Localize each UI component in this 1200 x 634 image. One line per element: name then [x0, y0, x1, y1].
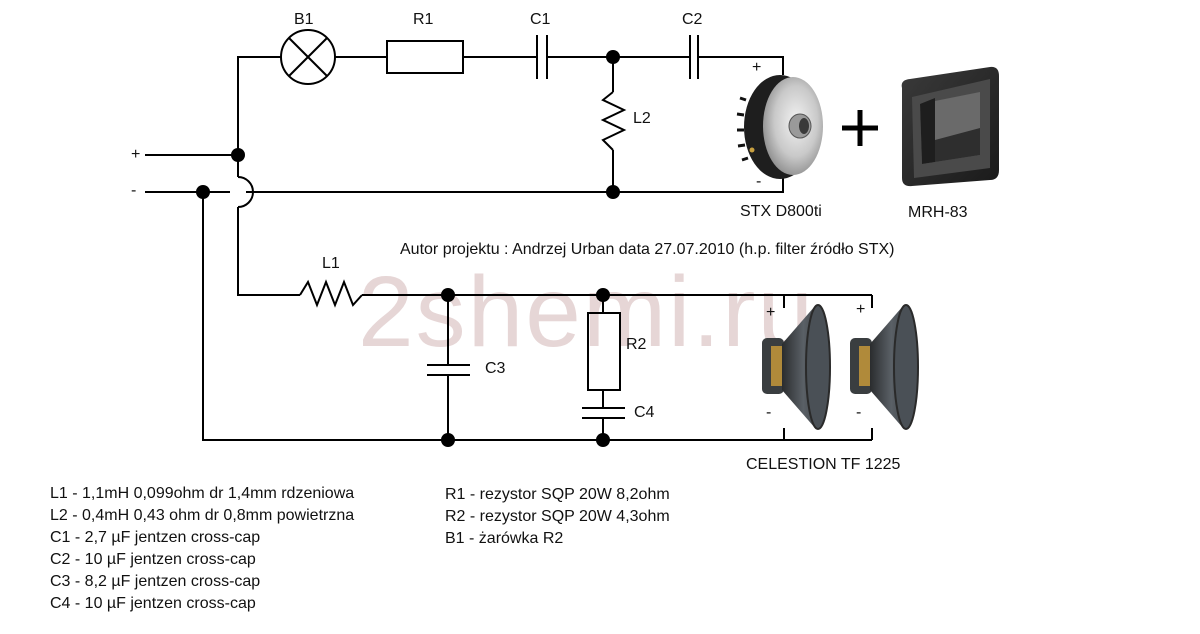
driver-minus-label: - — [756, 173, 762, 190]
horn-image — [901, 66, 999, 187]
woofer-right-minus: - — [856, 404, 862, 421]
parts-list-item: L2 - 0,4mH 0,43 ohm dr 0,8mm powietrzna — [50, 507, 355, 524]
junction-dot — [441, 288, 455, 302]
woofer-right-plus: + — [856, 301, 866, 318]
parts-list-item: L1 - 1,1mH 0,099ohm dr 1,4mm rdzeniowa — [50, 485, 355, 502]
capacitor-c4 — [582, 407, 625, 419]
parts-list-item: R1 - rezystor SQP 20W 8,2ohm — [445, 486, 670, 503]
label-c1: C1 — [530, 11, 551, 28]
label-c3: C3 — [485, 360, 506, 377]
label-b1: B1 — [294, 11, 314, 28]
lamp-b1 — [280, 29, 336, 85]
horn-name: MRH-83 — [908, 204, 968, 221]
junction-dot — [596, 433, 610, 447]
capacitor-c1 — [536, 35, 548, 79]
wire-driver-return — [760, 177, 784, 193]
woofer-image-left — [762, 304, 831, 430]
inductor-l2 — [600, 91, 627, 151]
label-c2: C2 — [682, 11, 703, 28]
resistor-r1 — [386, 40, 464, 74]
input-minus-label: - — [131, 182, 137, 199]
plus-sign-icon — [842, 110, 878, 146]
woofer-left-minus: - — [766, 404, 772, 421]
label-r1: R1 — [413, 11, 434, 28]
label-r2: R2 — [626, 336, 647, 353]
input-plus-label: + — [131, 146, 141, 163]
resistor-r2 — [587, 312, 621, 391]
junction-dot — [606, 50, 620, 64]
wire-lf-feed-lower — [237, 207, 300, 296]
inductor-l1 — [299, 279, 363, 308]
woofer-left-plus: + — [766, 304, 776, 321]
author-line: Autor projektu : Andrzej Urban data 27.0… — [400, 241, 895, 258]
label-l2: L2 — [633, 110, 651, 127]
woofer-image-right — [850, 304, 919, 430]
parts-list-item: C3 - 8,2 µF jentzen cross-cap — [50, 573, 261, 590]
watermark: 2shemi.ru — [358, 256, 816, 368]
capacitor-c3 — [427, 364, 470, 376]
driver-name: STX D800ti — [740, 203, 822, 220]
parts-list-right: R1 - rezystor SQP 20W 8,2ohm R2 - rezyst… — [445, 484, 670, 550]
junction-dot — [441, 433, 455, 447]
junction-dot — [596, 288, 610, 302]
wire-hf-feed — [237, 56, 281, 155]
parts-list-item: C4 - 10 µF jentzen cross-cap — [50, 595, 256, 612]
parts-list-item: B1 - żarówka R2 — [445, 530, 564, 547]
driver-plus-label: + — [752, 59, 762, 76]
junction-dot — [196, 185, 210, 199]
parts-list-left: L1 - 1,1mH 0,099ohm dr 1,4mm rdzeniowa L… — [50, 483, 354, 615]
junction-dots — [196, 50, 620, 447]
junction-dot — [606, 185, 620, 199]
woofers-name: CELESTION TF 1225 — [746, 456, 901, 473]
wire-lf-return — [202, 192, 872, 441]
capacitor-c2 — [689, 35, 699, 79]
label-l1: L1 — [322, 255, 340, 272]
wire-crossover-jump — [237, 176, 254, 208]
parts-list-item: R2 - rezystor SQP 20W 4,3ohm — [445, 508, 670, 525]
wire-c2-driver — [698, 56, 784, 75]
compression-driver-image — [736, 75, 823, 179]
parts-list-item: C2 - 10 µF jentzen cross-cap — [50, 551, 256, 568]
parts-list-item: C1 - 2,7 µF jentzen cross-cap — [50, 529, 261, 546]
junction-dot — [231, 148, 245, 162]
label-c4: C4 — [634, 404, 655, 421]
